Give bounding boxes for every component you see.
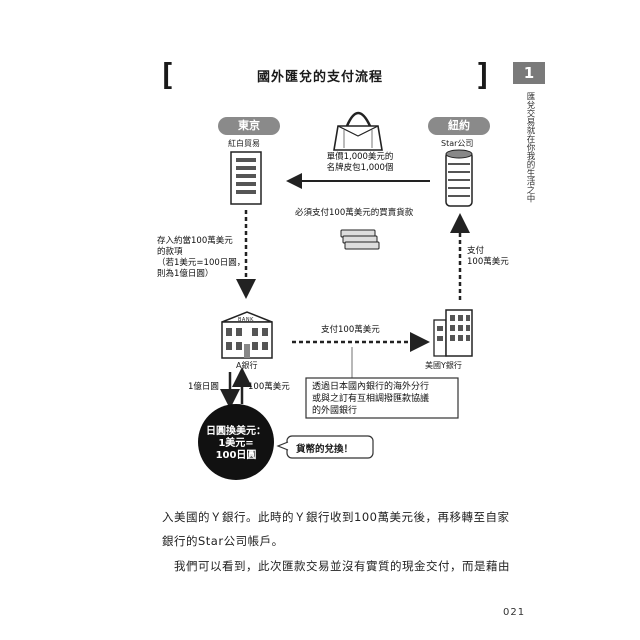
purchase-note-line-2: 名牌皮包1,000個: [326, 163, 394, 173]
tokyo-label: 東京: [218, 117, 280, 135]
bank-y-building-icon: [433, 309, 473, 357]
deposit-note-line-1: 存入約當100萬美元: [157, 236, 233, 246]
handbag-icon: [333, 111, 383, 151]
ny-pay-note-line-1: 支付: [467, 246, 485, 256]
bank-sign: BANK: [238, 317, 254, 323]
bank-a-label: A銀行: [236, 361, 258, 370]
ny-pay-note: 支付 100萬美元: [467, 246, 509, 268]
yen-amount-label: 1億日圓: [188, 382, 219, 392]
ny-pay-note-line-2: 100萬美元: [467, 257, 509, 267]
exchange-circle-text: 日圓換美元： 1美元= 100日圓: [198, 426, 274, 462]
bank-y-label: 美國Y銀行: [425, 361, 462, 370]
correspondent-note-line-3: 的外國銀行: [312, 406, 358, 416]
left-bracket: [: [158, 58, 177, 93]
right-bracket: ]: [474, 58, 493, 93]
exchange-circle-line-1: 日圓換美元：: [206, 426, 266, 437]
chapter-number: 1: [513, 62, 545, 84]
page-number: 021: [503, 607, 526, 618]
exchange-circle-line-3: 100日圓: [215, 450, 257, 461]
correspondent-note: 透過日本國內銀行的海外分行 或與之訂有互相調撥匯款協議 的外國銀行: [312, 381, 429, 417]
purchase-note-line-1: 單價1,000美元的: [326, 152, 394, 162]
deposit-note: 存入約當100萬美元 的款項 （若1美元=100日圓， 則為1億日圓）: [157, 236, 245, 280]
deposit-note-line-2: 的款項: [157, 247, 183, 257]
exchange-bubble-text: 貨幣的兌換！: [296, 444, 354, 455]
body-line-3: 我們可以看到，此次匯款交易並沒有實質的現金交付，而是藉由: [162, 559, 510, 573]
page-title: 國外匯兌的支付流程: [256, 70, 383, 85]
correspondent-box: [305, 377, 459, 419]
usd-amount-label: 100萬美元: [248, 382, 290, 392]
deposit-note-line-3: （若1美元=100日圓，: [157, 258, 246, 268]
body-line-1: 入美國的Ｙ銀行。此時的Ｙ銀行收到100萬美元後，再移轉至自家: [162, 510, 510, 524]
chapter-side-title: 匯兌交易就在你我的生活之中: [525, 92, 535, 203]
exchange-circle-line-2: 1美元=: [218, 438, 254, 449]
newyork-label: 紐約: [428, 117, 490, 135]
correspondent-note-line-1: 透過日本國內銀行的海外分行: [312, 382, 430, 392]
purchase-note: 單價1,000美元的 名牌皮包1,000個: [322, 152, 398, 174]
cash-stack-icon: [340, 229, 380, 250]
bank-a-building-icon: [221, 311, 273, 359]
bank-transfer-label: 支付100萬美元: [321, 325, 380, 335]
body-line-2: 銀行的Star公司帳戶。: [162, 534, 284, 548]
ny-tower-icon: [445, 149, 473, 207]
correspondent-note-line-2: 或與之訂有互相調撥匯款協議: [312, 394, 430, 404]
exchange-circle: [198, 404, 274, 480]
tokyo-company-label: 紅白貿易: [228, 139, 260, 148]
tokyo-office-building-icon: [230, 151, 262, 205]
deposit-note-line-4: 則為1億日圓）: [157, 269, 214, 279]
ny-company-label: Star公司: [441, 139, 474, 148]
payment-required-label: 必須支付100萬美元的買賣貨款: [295, 208, 414, 218]
